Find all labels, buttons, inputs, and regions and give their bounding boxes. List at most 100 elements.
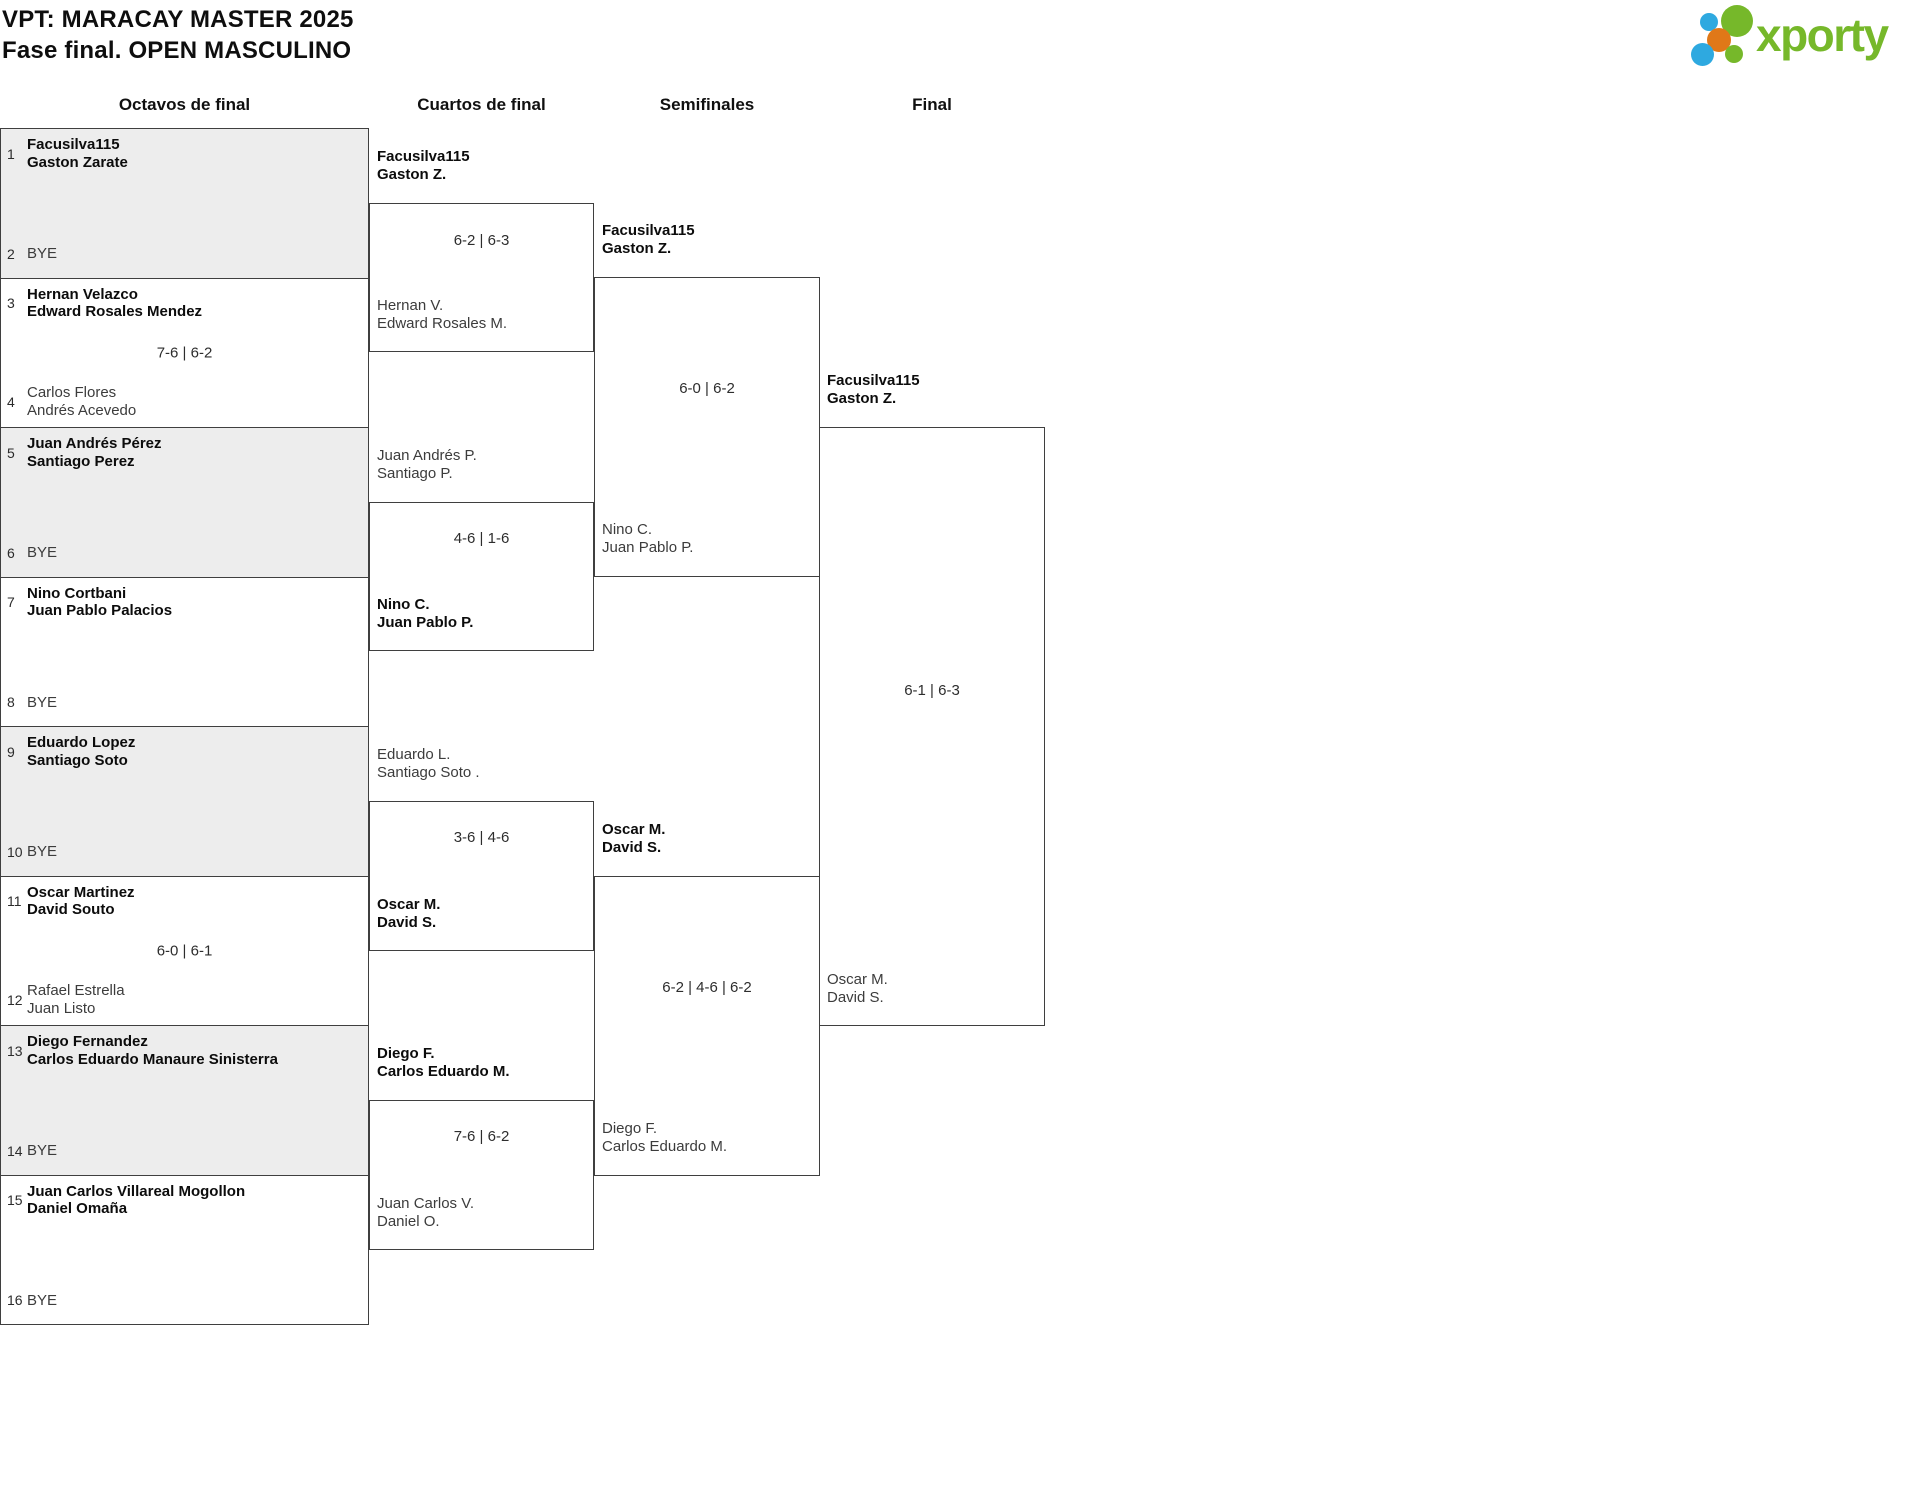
player-name: Oscar M. <box>602 821 666 838</box>
participant-label: Oscar M. David S. <box>377 896 592 931</box>
player-name: Juan Pablo Palacios <box>27 602 173 619</box>
player-name: Facusilva115 <box>827 372 920 389</box>
bracket-entrant: 9 Eduardo Lopez Santiago Soto <box>7 734 364 769</box>
bracket-entrant: 16 BYE <box>7 1292 364 1310</box>
seed-number: 4 <box>7 393 15 410</box>
player-name: Facusilva115 <box>27 136 120 153</box>
seed-number: 12 <box>7 991 23 1008</box>
r16-match-6[interactable]: 11 Oscar Martinez David Souto 6-0 | 6-1 … <box>1 876 368 1026</box>
participant-label: Nino C. Juan Pablo P. <box>377 596 592 631</box>
round-of-16-column: 1 Facusilva115 Gaston Zarate 2 BYE 3 Her… <box>0 128 369 1325</box>
page-title: VPT: MARACAY MASTER 2025 Fase final. OPE… <box>2 4 354 66</box>
seed-number: 3 <box>7 295 15 311</box>
r16-match-4[interactable]: 7 Nino Cortbani Juan Pablo Palacios 8 BY… <box>1 577 368 727</box>
round-header-cuartos: Cuartos de final <box>417 95 546 114</box>
seed-number: 13 <box>7 1042 23 1059</box>
bracket-entrant: 13 Diego Fernandez Carlos Eduardo Manaur… <box>7 1033 364 1068</box>
bye-label: BYE <box>27 693 58 711</box>
seed-number: 5 <box>7 444 15 461</box>
player-name: Santiago Perez <box>27 452 135 470</box>
seed-number: 1 <box>7 145 15 162</box>
player-name: Gaston Z. <box>827 389 897 407</box>
match-score: 3-6 | 4-6 <box>453 829 510 846</box>
participant-label: Juan Andrés P. Santiago P. <box>377 447 592 482</box>
logo-wordmark: xporty <box>1756 9 1889 61</box>
player-name: David S. <box>827 988 884 1006</box>
player-name: David Souto <box>27 901 115 918</box>
participant-label: Facusilva115 Gaston Z. <box>827 372 1042 407</box>
player-name: Edward Rosales Mendez <box>27 303 203 320</box>
round-header-octavos: Octavos de final <box>118 95 251 114</box>
player-name: Oscar M. <box>377 896 441 913</box>
bracket-entrant: 7 Nino Cortbani Juan Pablo Palacios <box>7 585 364 620</box>
match-score: 6-0 | 6-1 <box>156 942 213 960</box>
participant-label: Eduardo L. Santiago Soto . <box>377 746 592 781</box>
player-name: Carlos Eduardo M. <box>377 1062 510 1080</box>
player-name: Nino C. <box>377 596 430 613</box>
final-match-box[interactable] <box>819 427 1045 1026</box>
seed-number: 14 <box>7 1142 23 1159</box>
player-name: Juan Andrés Pérez <box>27 435 162 452</box>
tournament-title: VPT: MARACAY MASTER 2025 <box>2 6 354 33</box>
player-name: Diego F. <box>377 1045 435 1062</box>
participant-label: Diego F. Carlos Eduardo M. <box>602 1120 817 1155</box>
participant-label: Facusilva115 Gaston Z. <box>602 222 817 257</box>
participant-label: Nino C. Juan Pablo P. <box>602 521 817 556</box>
match-score: 6-0 | 6-2 <box>679 380 735 397</box>
player-name: Diego Fernandez <box>27 1033 148 1050</box>
bye-label: BYE <box>27 843 58 860</box>
player-name: Juan Pablo P. <box>377 613 474 631</box>
participant-label: Oscar M. David S. <box>602 821 817 856</box>
qf-match-box-2[interactable] <box>369 502 594 651</box>
player-name: Juan Listo <box>27 999 96 1017</box>
round-header-semifinales: Semifinales <box>659 95 755 114</box>
seed-number: 11 <box>7 893 22 909</box>
player-name: Juan Carlos V. <box>377 1195 475 1212</box>
bracket-entrant: 12 Rafael Estrella Juan Listo <box>7 982 364 1017</box>
r16-match-1[interactable]: 1 Facusilva115 Gaston Zarate 2 BYE <box>1 129 368 279</box>
match-score: 4-6 | 1-6 <box>453 530 510 547</box>
player-name: David S. <box>377 913 437 931</box>
seed-number: 15 <box>7 1192 23 1208</box>
bye-label: BYE <box>27 1142 58 1159</box>
player-name: Diego F. <box>602 1120 658 1137</box>
r16-match-7[interactable]: 13 Diego Fernandez Carlos Eduardo Manaur… <box>1 1026 368 1176</box>
player-name: Juan Carlos Villareal Mogollon <box>27 1182 246 1200</box>
player-name: Andrés Acevedo <box>27 401 137 419</box>
bracket-entrant: 10 BYE <box>7 843 364 861</box>
bye-label: BYE <box>27 1291 58 1309</box>
r16-match-8[interactable]: 15 Juan Carlos Villareal Mogollon Daniel… <box>1 1175 368 1324</box>
match-score: 7-6 | 6-2 <box>156 344 213 362</box>
bracket-entrant: 5 Juan Andrés Pérez Santiago Perez <box>7 435 364 470</box>
bracket-entrant: 14 BYE <box>7 1142 364 1160</box>
seed-number: 8 <box>7 694 15 711</box>
logo-dot-blue-big-icon <box>1691 43 1714 66</box>
r16-match-3[interactable]: 5 Juan Andrés Pérez Santiago Perez 6 BYE <box>1 428 368 578</box>
player-name: Carlos Eduardo Manaure Sinisterra <box>27 1050 278 1068</box>
participant-label: Juan Carlos V. Daniel O. <box>377 1195 592 1230</box>
player-name: Oscar Martinez <box>27 883 135 901</box>
participant-label: Facusilva115 Gaston Z. <box>377 148 592 183</box>
sf-match-box-2[interactable] <box>594 876 820 1176</box>
participant-label: Oscar M. David S. <box>827 971 1042 1006</box>
player-name: Nino Cortbani <box>27 584 127 602</box>
seed-number: 2 <box>7 245 15 262</box>
player-name: Juan Andrés P. <box>377 447 477 464</box>
round-header-final: Final <box>912 95 952 114</box>
qf-match-box-4[interactable] <box>369 1100 594 1250</box>
bracket-entrant: 2 BYE <box>7 245 364 263</box>
r16-match-2[interactable]: 3 Hernan Velazco Edward Rosales Mendez 7… <box>1 278 368 428</box>
player-name: Edward Rosales M. <box>377 314 508 332</box>
player-name: Santiago Soto <box>27 751 128 769</box>
qf-match-box-3[interactable] <box>369 801 594 951</box>
r16-match-5[interactable]: 9 Eduardo Lopez Santiago Soto 10 BYE <box>1 727 368 877</box>
seed-number: 10 <box>7 843 23 860</box>
qf-match-box-1[interactable] <box>369 203 594 352</box>
seed-number: 6 <box>7 544 15 561</box>
match-score: 6-1 | 6-3 <box>904 682 960 699</box>
player-name: Gaston Z. <box>602 239 672 257</box>
player-name: Santiago P. <box>377 464 453 482</box>
match-score: 7-6 | 6-2 <box>453 1128 510 1145</box>
participant-label: Hernan V. Edward Rosales M. <box>377 297 592 332</box>
